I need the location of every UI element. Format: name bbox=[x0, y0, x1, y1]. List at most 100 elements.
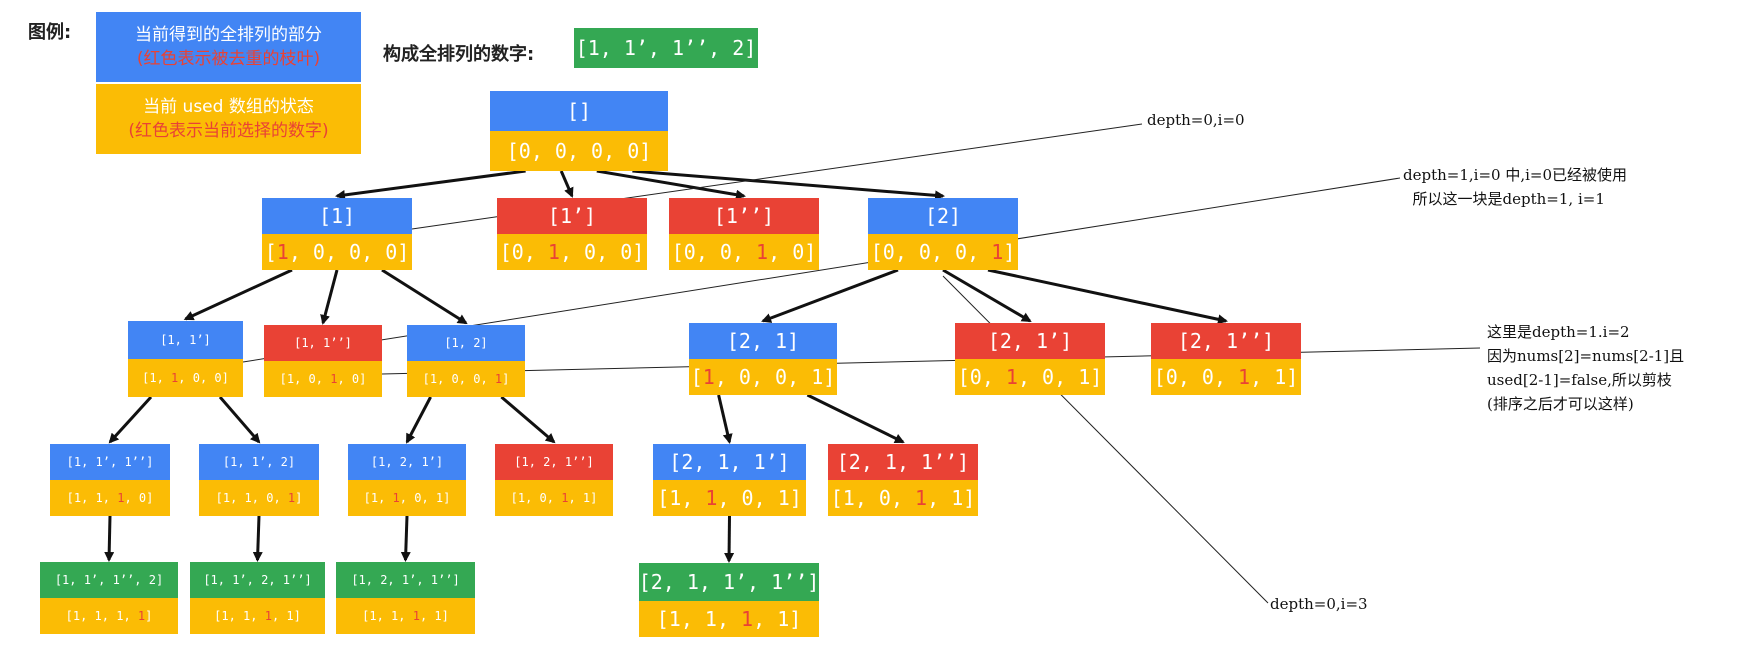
used-digit: 1 bbox=[1238, 365, 1251, 389]
used-digit: 0 bbox=[591, 139, 604, 163]
used-digit: 0 bbox=[414, 491, 422, 505]
node-perm-n111: [1, 1’, 1’’] bbox=[50, 444, 170, 480]
edge-n12-n121pp bbox=[500, 395, 556, 444]
used-digit: 1 bbox=[286, 609, 294, 623]
used-digit: 0 bbox=[918, 240, 931, 264]
used-digit: 0 bbox=[1042, 365, 1055, 389]
node-perm-n11: [1, 1’] bbox=[128, 321, 243, 359]
used-digit: 1 bbox=[777, 607, 790, 631]
used-digit: 1 bbox=[95, 491, 103, 505]
node-perm-n21pp: [2, 1’’] bbox=[1151, 323, 1301, 359]
used-digit: 0 bbox=[955, 240, 968, 264]
node-perm-n1: [1] bbox=[262, 198, 412, 234]
node-used-leaf4: [1, 1, 1, 1] bbox=[639, 601, 819, 637]
used-digit: 0 bbox=[627, 139, 640, 163]
used-digit: 1 bbox=[264, 609, 272, 623]
used-digit: 1 bbox=[243, 609, 251, 623]
edge-n11-n111 bbox=[108, 395, 153, 444]
used-digit: 1 bbox=[705, 486, 718, 510]
edge-n1-n12 bbox=[381, 268, 468, 325]
note-d1i2-line: used[2-1]=false,所以剪枝 bbox=[1487, 371, 1672, 389]
used-digit: 0 bbox=[878, 486, 891, 510]
node-perm-n21: [2, 1] bbox=[689, 323, 837, 359]
legend-yellow-sub: (红色表示当前选择的数字) bbox=[128, 121, 329, 141]
node-used-n11: [1, 1, 0, 0] bbox=[128, 359, 243, 397]
used-digit: 1 bbox=[286, 372, 295, 386]
used-digit: 0 bbox=[620, 240, 633, 264]
used-digit: 1 bbox=[369, 609, 377, 623]
used-digit: 0 bbox=[312, 240, 325, 264]
edge-root-n1p bbox=[559, 170, 574, 198]
used-digit: 1 bbox=[94, 609, 102, 623]
node-used-n1p: [0, 1, 0, 0] bbox=[497, 234, 647, 270]
used-digit: 1 bbox=[842, 486, 855, 510]
used-digit: 0 bbox=[138, 491, 147, 505]
node-perm-n121pp: [1, 2, 1’’] bbox=[495, 444, 613, 480]
used-digit: 1 bbox=[547, 240, 560, 264]
edge-n1-n11 bbox=[183, 268, 293, 321]
used-digit: 0 bbox=[518, 139, 531, 163]
used-digit: 0 bbox=[741, 486, 754, 510]
used-digit: 1 bbox=[669, 486, 682, 510]
edge-root-n1 bbox=[335, 169, 526, 200]
node-used-n11pp: [1, 0, 1, 0] bbox=[264, 361, 382, 397]
node-perm-leaf2: [1, 1’, 2, 1’’] bbox=[190, 562, 325, 598]
node-used-n2: [0, 0, 0, 1] bbox=[868, 234, 1018, 270]
used-digit: 1 bbox=[434, 609, 442, 623]
edge-n21-n211pp bbox=[806, 393, 905, 444]
used-digit: 0 bbox=[738, 365, 751, 389]
node-used-n1: [1, 0, 0, 0] bbox=[262, 234, 412, 270]
edge-n1-n11pp bbox=[320, 269, 339, 325]
edge-n11-n112 bbox=[218, 396, 261, 444]
used-digit: 1 bbox=[330, 372, 338, 386]
legend-yellow-box: 当前 used 数组的状态 (红色表示当前选择的数字) bbox=[96, 84, 361, 154]
tree-edges bbox=[104, 169, 1228, 563]
edge-n2-n21pp bbox=[987, 268, 1228, 325]
edge-n21-n211 bbox=[717, 394, 733, 444]
used-digit: 0 bbox=[192, 371, 200, 385]
node-used-n21p: [0, 1, 0, 1] bbox=[955, 359, 1105, 395]
digits-value: [1, 1’, 1’’, 2] bbox=[574, 28, 758, 68]
note-d1i1: depth=1,i=0 中,i=0已经被使用 所以这一块是depth=1, i=… bbox=[1403, 163, 1627, 211]
used-digit: 0 bbox=[584, 240, 597, 264]
used-digit: 1 bbox=[561, 491, 569, 505]
node-perm-n11pp: [1, 1’’] bbox=[264, 325, 382, 361]
used-digit: 0 bbox=[351, 372, 360, 386]
edge-n111-leaf1 bbox=[104, 515, 115, 562]
used-digit: 0 bbox=[385, 240, 398, 264]
node-perm-leaf4: [2, 1, 1’, 1’’] bbox=[639, 563, 819, 601]
used-digit: 0 bbox=[1201, 365, 1214, 389]
note-d1i1-line: 所以这一块是depth=1, i=1 bbox=[1403, 190, 1605, 208]
node-used-leaf2: [1, 1, 1, 1] bbox=[190, 598, 325, 634]
note-d1i2-line: 这里是depth=1.i=2 bbox=[1487, 323, 1630, 341]
legend-blue-title: 当前得到的全排列的部分 bbox=[135, 25, 322, 45]
used-digit: 0 bbox=[969, 365, 982, 389]
used-digit: 0 bbox=[539, 491, 547, 505]
note-d1i2-line: (排序之后才可以这样) bbox=[1487, 395, 1634, 413]
used-digit: 0 bbox=[1165, 365, 1178, 389]
legend-blue-box: 当前得到的全排列的部分 (红色表示被去重的枝叶) bbox=[96, 12, 361, 82]
used-digit: 1 bbox=[991, 240, 1004, 264]
used-digit: 0 bbox=[554, 139, 567, 163]
edge-root-n1pp bbox=[596, 169, 746, 200]
used-digit: 1 bbox=[435, 491, 444, 505]
used-digit: 0 bbox=[451, 372, 459, 386]
node-used-leaf1: [1, 1, 1, 1] bbox=[40, 598, 178, 634]
node-used-n21pp: [0, 0, 1, 1] bbox=[1151, 359, 1301, 395]
used-digit: 0 bbox=[473, 372, 481, 386]
node-used-root: [0, 0, 0, 0] bbox=[490, 131, 668, 171]
node-perm-leaf3: [1, 2, 1’, 1’’] bbox=[336, 562, 475, 598]
used-digit: 1 bbox=[756, 240, 769, 264]
node-perm-n211pp: [2, 1, 1’’] bbox=[828, 444, 978, 480]
used-digit: 0 bbox=[792, 240, 805, 264]
legend-yellow-title: 当前 used 数组的状态 bbox=[143, 97, 314, 117]
used-digit: 0 bbox=[719, 240, 732, 264]
node-used-n112: [1, 1, 0, 1] bbox=[199, 480, 319, 516]
node-used-n1pp: [0, 0, 1, 0] bbox=[669, 234, 819, 270]
used-digit: 1 bbox=[244, 491, 252, 505]
used-digit: 1 bbox=[287, 491, 296, 505]
used-digit: 1 bbox=[149, 371, 157, 385]
used-digit: 0 bbox=[511, 240, 524, 264]
used-digit: 0 bbox=[775, 365, 788, 389]
